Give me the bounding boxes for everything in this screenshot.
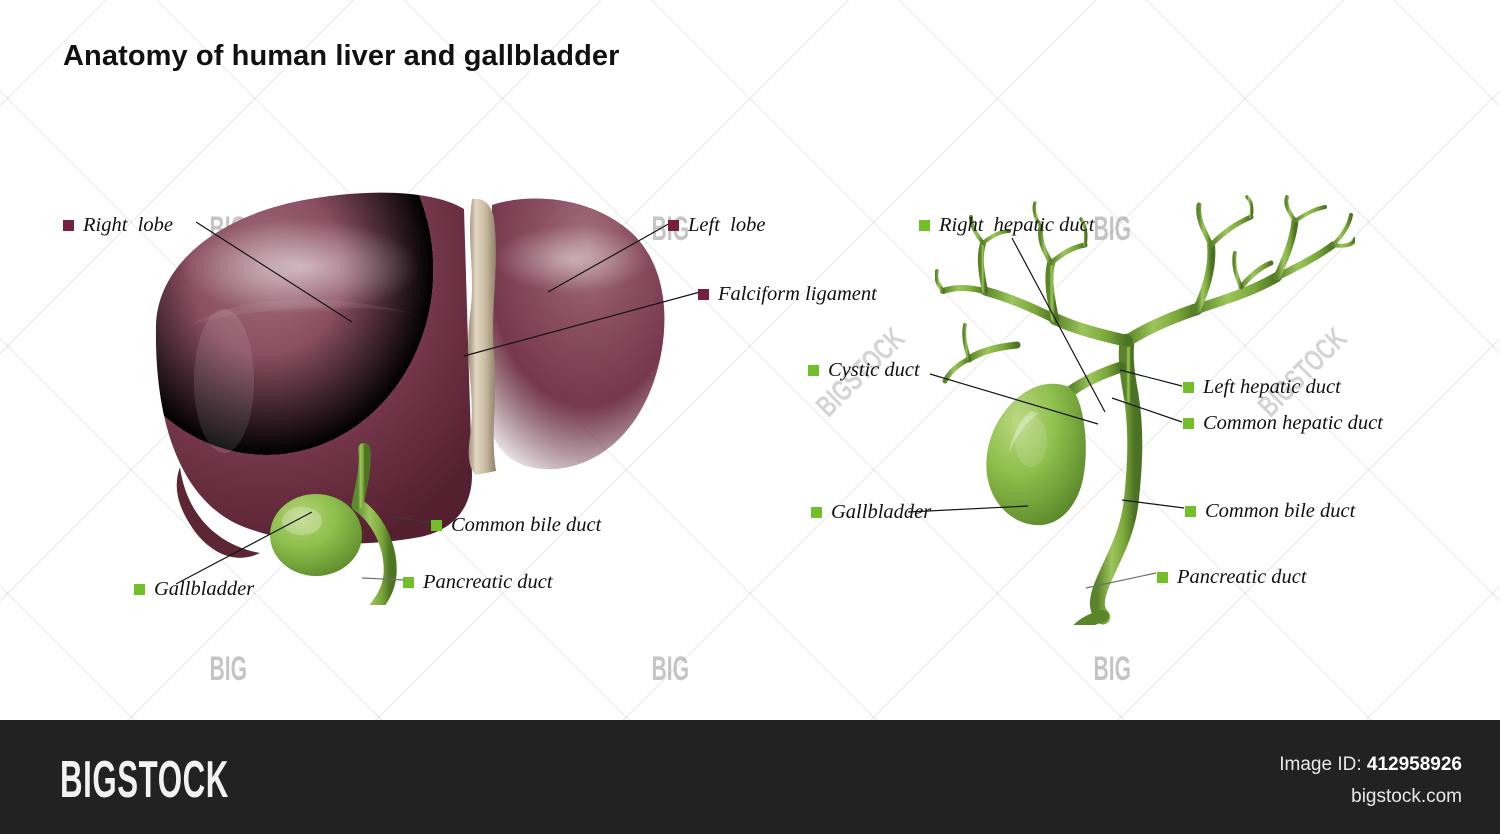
label-text: Gallbladder: [154, 578, 255, 600]
label-text: Pancreatic duct: [1177, 566, 1307, 588]
label-left-hepatic-duct: Left hepatic duct: [1183, 376, 1341, 399]
bullet-green: [134, 584, 145, 595]
label-text: Common bile duct: [1205, 500, 1356, 522]
label-pancreatic-duct-left: Pancreatic duct: [403, 571, 553, 594]
watermark-big-text: BIG: [651, 650, 689, 688]
bullet-maroon: [698, 289, 709, 300]
bigstock-logo[interactable]: BIGSTOCK: [60, 751, 229, 809]
bullet-green: [1183, 418, 1194, 429]
bullet-maroon: [63, 220, 74, 231]
label-text: Common bile duct: [451, 514, 602, 536]
label-text: Common hepatic duct: [1203, 412, 1383, 434]
footer-bar: BIGSTOCK Image ID: 412958926 bigstock.co…: [0, 720, 1500, 834]
label-text: Right hepatic duct: [939, 214, 1095, 236]
bullet-green: [431, 520, 442, 531]
label-text: Left hepatic duct: [1203, 376, 1341, 398]
bullet-green: [1157, 572, 1168, 583]
label-text: Falciform ligament: [718, 283, 877, 305]
liver-illustration: [155, 192, 665, 605]
site-url[interactable]: bigstock.com: [1351, 786, 1462, 807]
label-falciform-ligament: Falciform ligament: [698, 283, 877, 306]
watermark-big-text: BIG: [1093, 650, 1131, 688]
bullet-green: [919, 220, 930, 231]
image-id-value: 412958926: [1366, 754, 1462, 775]
image-id-label: Image ID:: [1279, 754, 1362, 775]
label-gallbladder-right: Gallbladder: [811, 501, 931, 524]
bullet-green: [811, 507, 822, 518]
biliary-tree-illustration: [935, 195, 1355, 625]
bullet-maroon: [668, 220, 679, 231]
label-cystic-duct: Cystic duct: [808, 359, 920, 382]
label-text: Cystic duct: [828, 359, 920, 381]
label-common-hepatic-duct: Common hepatic duct: [1183, 412, 1383, 435]
label-common-bile-duct-right: Common bile duct: [1185, 500, 1355, 523]
label-common-bile-duct-left: Common bile duct: [431, 514, 601, 537]
watermark-big-text: BIG: [209, 650, 247, 688]
image-id: Image ID: 412958926: [1279, 754, 1462, 776]
label-gallbladder-left: Gallbladder: [134, 578, 254, 601]
bullet-green: [808, 365, 819, 376]
label-pancreatic-duct-right: Pancreatic duct: [1157, 566, 1307, 589]
label-text: Gallbladder: [831, 501, 932, 523]
label-text: Right lobe: [83, 214, 173, 236]
label-text: Pancreatic duct: [423, 571, 553, 593]
label-right-hepatic-duct: Right hepatic duct: [919, 214, 1094, 237]
label-right-lobe: Right lobe: [63, 214, 173, 237]
label-text: Left lobe: [688, 214, 766, 236]
bullet-green: [403, 577, 414, 588]
label-left-lobe: Left lobe: [668, 214, 765, 237]
bullet-green: [1183, 382, 1194, 393]
bullet-green: [1185, 506, 1196, 517]
page-title: Anatomy of human liver and gallbladder: [63, 40, 620, 72]
